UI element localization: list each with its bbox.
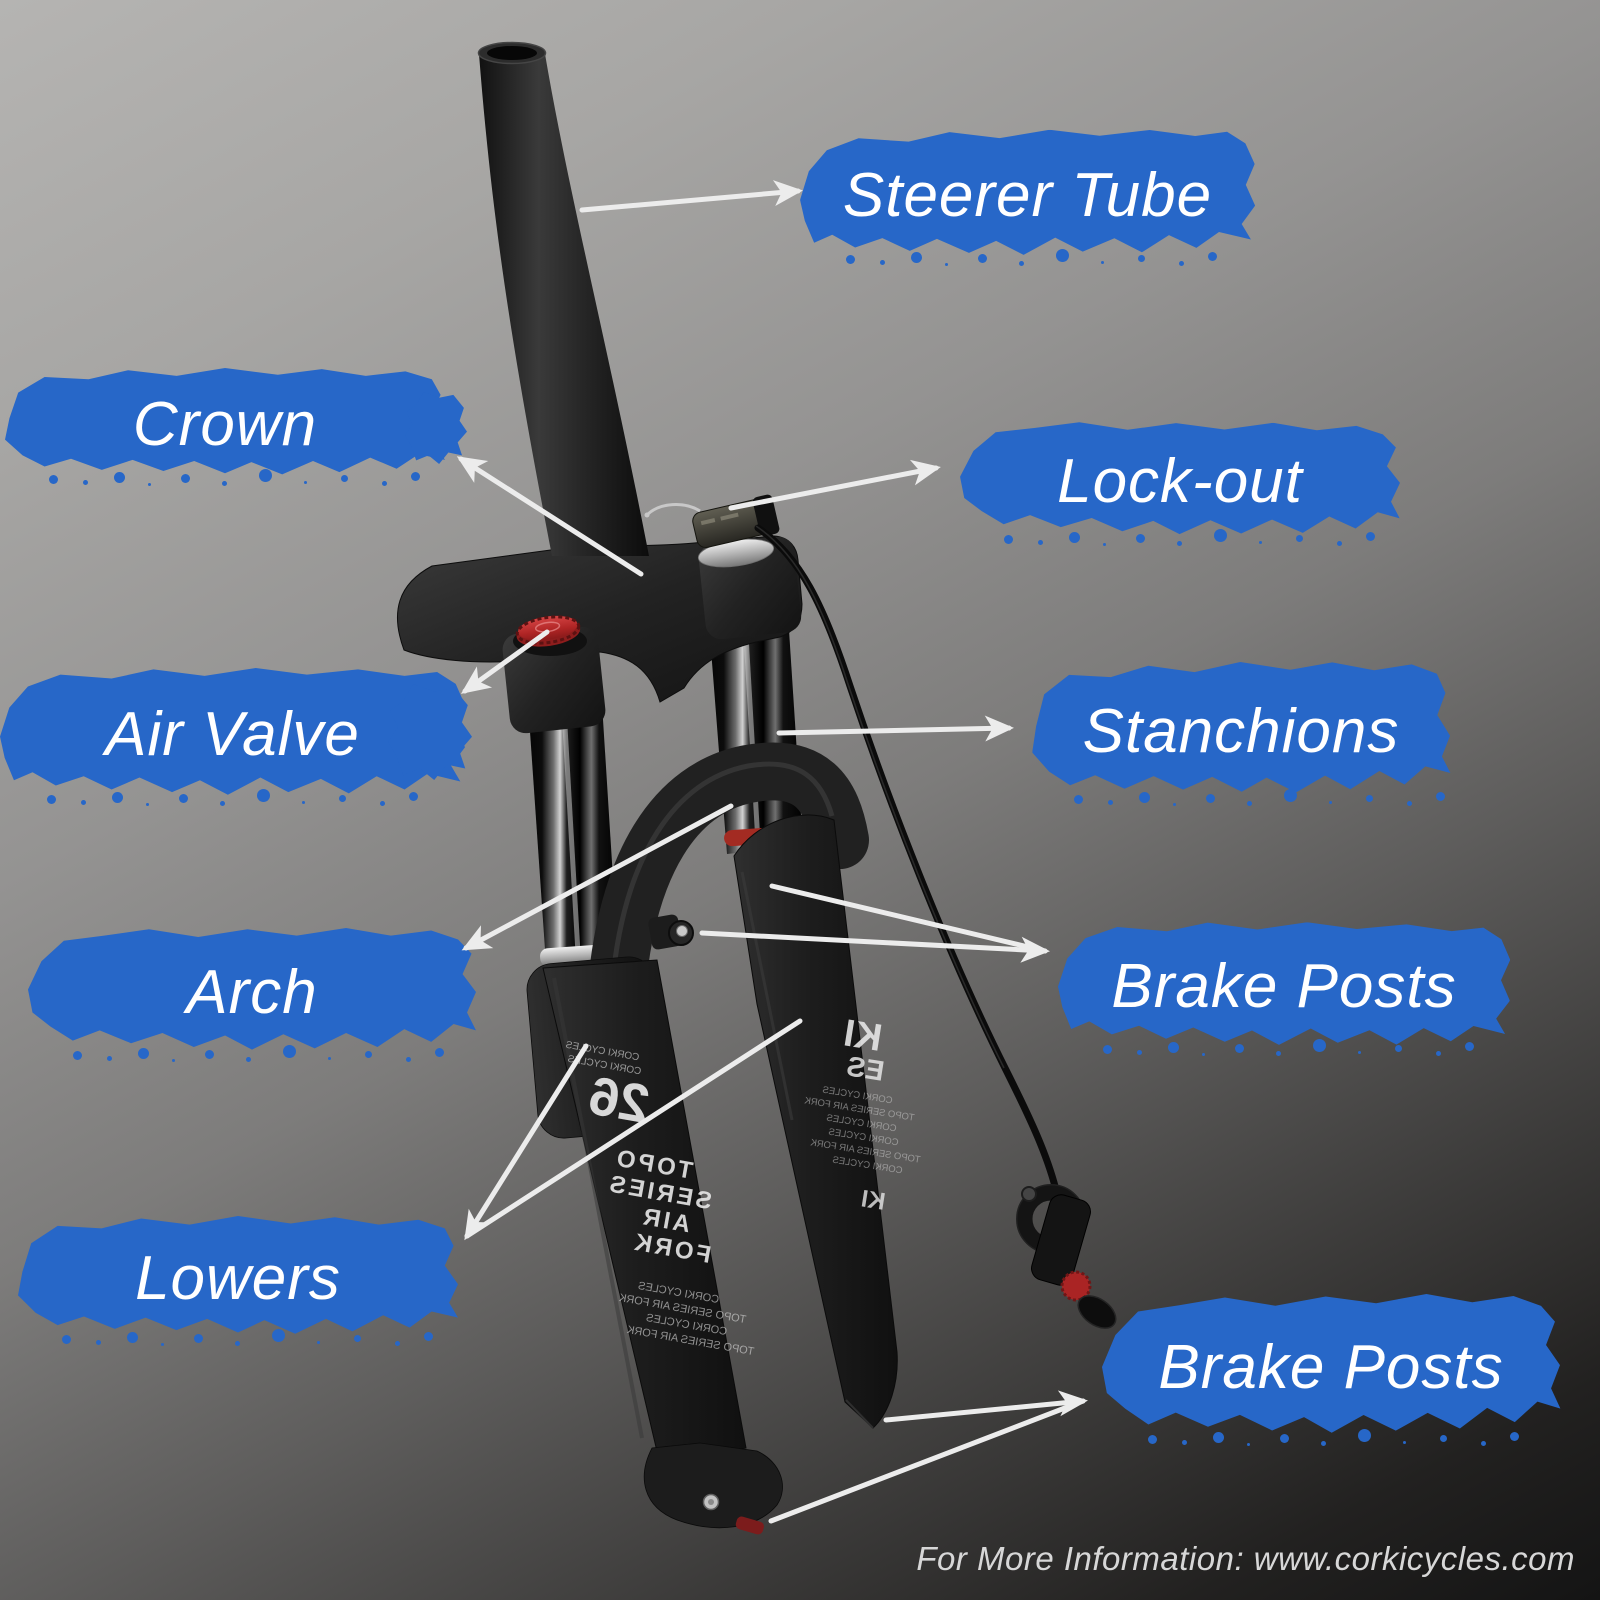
svg-text:TOPO SERIES AIR FORK: TOPO SERIES AIR FORK	[625, 1324, 755, 1358]
svg-text:SERIES: SERIES	[605, 1170, 714, 1215]
fork-arch	[587, 742, 869, 1025]
svg-text:CORKI CYCLES: CORKI CYCLES	[566, 1054, 642, 1078]
paint-speckles	[62, 1335, 71, 1344]
svg-text:FORK: FORK	[630, 1228, 713, 1268]
svg-text:KI: KI	[841, 1012, 885, 1059]
fork-lower-left: CORKI CYCLES CORKI CYCLES 26 TOPO SERIES…	[526, 956, 755, 1465]
line-brake-posts-upper-b	[769, 883, 1048, 954]
line-brake-posts-lower-b	[768, 1398, 1086, 1524]
label-steerer-tube: Steerer Tube	[800, 130, 1255, 264]
svg-text:CORKI CYCLES: CORKI CYCLES	[645, 1312, 728, 1338]
line-arch	[461, 803, 734, 951]
line-lowers-b	[464, 1018, 803, 1239]
label-crown: Crown	[5, 368, 445, 484]
line-lock-out	[728, 459, 941, 511]
svg-text:TOPO SERIES AIR FORK: TOPO SERIES AIR FORK	[809, 1137, 921, 1165]
left-leg-decal: CORKI CYCLES CORKI CYCLES 26 TOPO SERIES…	[564, 1040, 754, 1359]
line-steerer-tube	[579, 180, 803, 213]
label-stanchions: Stanchions	[1032, 662, 1450, 804]
callout-lines	[456, 180, 1088, 1524]
air-valve-cap	[513, 615, 587, 656]
fork-dropout-left	[643, 1442, 783, 1535]
lockout-wire	[646, 503, 701, 516]
paint-speckles	[72, 1051, 82, 1060]
paint-speckles	[845, 255, 855, 264]
brush-stroke	[5, 368, 445, 475]
part-label-crown: Crown	[132, 389, 318, 459]
label-arch: Arch	[28, 928, 476, 1060]
line-lowers-a	[464, 1043, 589, 1241]
svg-text:26: 26	[584, 1066, 654, 1136]
part-label-stanchions: Stanchions	[1082, 696, 1400, 766]
line-air-valve	[460, 629, 550, 694]
svg-text:CORKI CYCLES: CORKI CYCLES	[822, 1085, 894, 1107]
line-brake-posts-lower-a	[883, 1390, 1088, 1423]
part-label-brake-posts-lower: Brake Posts	[1158, 1333, 1504, 1402]
line-stanchions	[776, 715, 1014, 742]
svg-text:CORKI CYCLES: CORKI CYCLES	[564, 1040, 640, 1064]
svg-text:CORKI CYCLES: CORKI CYCLES	[637, 1280, 720, 1306]
brush-stroke	[0, 668, 465, 795]
label-air-valve: Air Valve	[0, 668, 465, 804]
label-lowers: Lowers	[18, 1216, 458, 1344]
brush-stroke	[28, 928, 476, 1050]
svg-text:AIR: AIR	[638, 1203, 692, 1238]
line-crown	[456, 456, 644, 577]
paint-speckles	[1147, 1435, 1157, 1444]
svg-text:ES: ES	[845, 1050, 887, 1086]
svg-text:CORKI CYCLES: CORKI CYCLES	[832, 1155, 904, 1177]
svg-text:CORKI CYCLES: CORKI CYCLES	[828, 1127, 900, 1149]
paint-speckles	[46, 795, 56, 804]
label-brake-posts-upper: Brake Posts	[1058, 922, 1510, 1054]
svg-text:KI: KI	[859, 1185, 887, 1215]
brush-stroke	[18, 1216, 458, 1334]
fork-lower-right: KI ES CORKI CYCLES TOPO SERIES AIR FORK …	[733, 814, 921, 1429]
lockout-dial	[644, 494, 780, 568]
svg-text:TOPO SERIES AIR FORK: TOPO SERIES AIR FORK	[617, 1292, 747, 1326]
part-label-arch: Arch	[186, 957, 318, 1027]
svg-text:TOPO SERIES AIR FORK: TOPO SERIES AIR FORK	[803, 1095, 915, 1123]
line-brake-posts-upper-a	[699, 930, 1050, 963]
part-label-lowers: Lowers	[135, 1243, 341, 1313]
footer-note: For More Information: www.corkicycles.co…	[916, 1540, 1575, 1577]
part-label-lock-out: Lock-out	[1057, 446, 1303, 516]
part-label-steerer-tube: Steerer Tube	[842, 160, 1213, 230]
stanchion-red-ring	[724, 825, 800, 847]
paint-speckles	[1073, 795, 1083, 804]
paint-speckles	[1103, 1045, 1113, 1054]
fork-stanchions	[523, 553, 803, 967]
paint-speckles	[1004, 535, 1013, 544]
part-label-air-valve: Air Valve	[105, 699, 360, 769]
right-leg-decal: KI ES CORKI CYCLES TOPO SERIES AIR FORK …	[803, 1012, 921, 1215]
svg-text:TOPO: TOPO	[612, 1144, 695, 1184]
fork-steerer-tube	[477, 41, 649, 556]
brake-post-boss	[648, 914, 694, 950]
part-label-brake-posts-upper: Brake Posts	[1111, 951, 1457, 1021]
remote-cable	[754, 524, 1061, 1198]
label-brake-posts-lower: Brake Posts	[1102, 1295, 1560, 1444]
label-lock-out: Lock-out	[960, 422, 1400, 544]
stanchion-seal-ring	[540, 943, 620, 967]
svg-text:CORKI CYCLES: CORKI CYCLES	[826, 1113, 898, 1135]
remote-red-dial	[1062, 1272, 1090, 1300]
paint-speckles	[49, 475, 58, 484]
